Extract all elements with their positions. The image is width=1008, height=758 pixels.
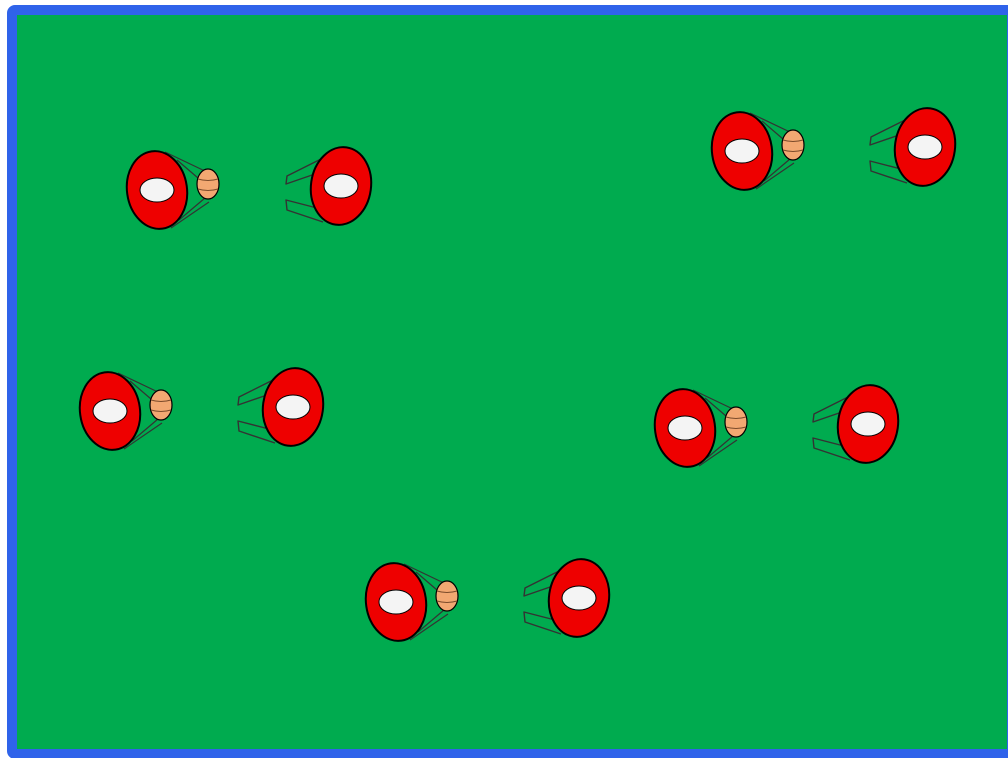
football-body [150, 390, 172, 420]
helmet-icon [276, 395, 310, 419]
helmet-icon [140, 178, 174, 202]
football-icon [436, 581, 458, 611]
football-icon [782, 130, 804, 160]
helmet-icon [93, 399, 127, 423]
football-body [436, 581, 458, 611]
football-field [12, 10, 1008, 754]
helmet-icon [668, 416, 702, 440]
helmet-icon [725, 139, 759, 163]
helmet-icon [851, 412, 885, 436]
helmet-icon [562, 586, 596, 610]
football-icon [150, 390, 172, 420]
helmet-icon [324, 174, 358, 198]
football-icon [725, 407, 747, 437]
football-body [782, 130, 804, 160]
helmet-icon [379, 590, 413, 614]
football-body [725, 407, 747, 437]
football-icon [197, 169, 219, 199]
helmet-icon [908, 135, 942, 159]
football-body [197, 169, 219, 199]
